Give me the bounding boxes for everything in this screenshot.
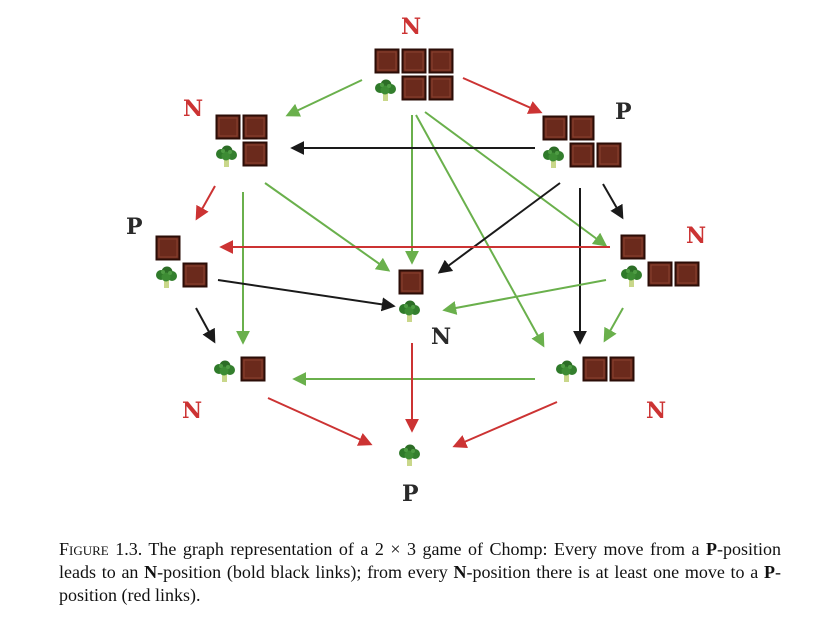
broccoli-icon xyxy=(621,265,642,287)
node-s9 xyxy=(399,444,420,466)
edge-s3-s7 xyxy=(437,182,561,274)
node-s2 xyxy=(215,114,268,167)
label-s6: N xyxy=(686,223,706,249)
caption-text: The graph representation of a 2 × 3 game… xyxy=(142,539,706,559)
broccoli-icon xyxy=(543,146,564,168)
broccoli-icon xyxy=(214,360,235,382)
node-s3 xyxy=(542,115,622,168)
node-s5 xyxy=(214,356,266,382)
label-s4: P xyxy=(126,214,143,240)
edge-s4-s5 xyxy=(195,307,216,344)
edge-s1-s3 xyxy=(462,77,543,114)
edge-s5-s9 xyxy=(267,397,373,446)
broccoli-icon xyxy=(399,444,420,466)
label-s2: N xyxy=(183,96,203,122)
edge-s1-s6 xyxy=(424,111,608,247)
broccoli-icon xyxy=(156,266,177,288)
caption-p-term: P xyxy=(764,562,775,582)
edge-s2-s4 xyxy=(195,185,216,221)
label-s8: N xyxy=(646,398,666,424)
caption-n-term: N xyxy=(453,562,467,582)
edge-s6-s8 xyxy=(603,307,624,343)
chomp-game-graph: N N P P N N N N xyxy=(126,14,706,507)
caption-text: -position (bold black links); from every xyxy=(157,562,454,582)
label-s3: P xyxy=(615,99,632,125)
broccoli-icon xyxy=(216,145,237,167)
caption-text: -position leads to an xyxy=(59,539,781,582)
caption-p-term: P xyxy=(705,539,717,559)
label-s7: N xyxy=(431,324,451,350)
edge-s4-s7 xyxy=(217,279,396,312)
label-s1: N xyxy=(401,14,421,40)
edges xyxy=(195,77,624,448)
figure-caption: Figure 1.3. The graph representation of … xyxy=(59,538,781,607)
edge-s2-s7 xyxy=(264,182,391,272)
edge-s1-s8 xyxy=(415,114,545,348)
label-s5: N xyxy=(182,398,202,424)
figure-number: Figure 1.3. xyxy=(59,539,143,559)
caption-n-term: N xyxy=(144,562,158,582)
broccoli-icon xyxy=(375,79,396,101)
edge-s1-s2 xyxy=(285,79,363,117)
broccoli-icon xyxy=(399,300,420,322)
edge-s3-s6 xyxy=(602,183,624,220)
broccoli-icon xyxy=(556,360,577,382)
edge-s8-s9 xyxy=(452,401,558,448)
node-s8 xyxy=(556,356,635,382)
label-s9: P xyxy=(402,481,419,507)
caption-text: -position there is at least one move to … xyxy=(466,562,764,582)
node-s4 xyxy=(155,235,208,288)
node-s1 xyxy=(374,48,454,101)
edge-s6-s7 xyxy=(442,279,607,315)
caption-text: -position (red links). xyxy=(59,562,781,605)
node-s7 xyxy=(398,269,424,322)
